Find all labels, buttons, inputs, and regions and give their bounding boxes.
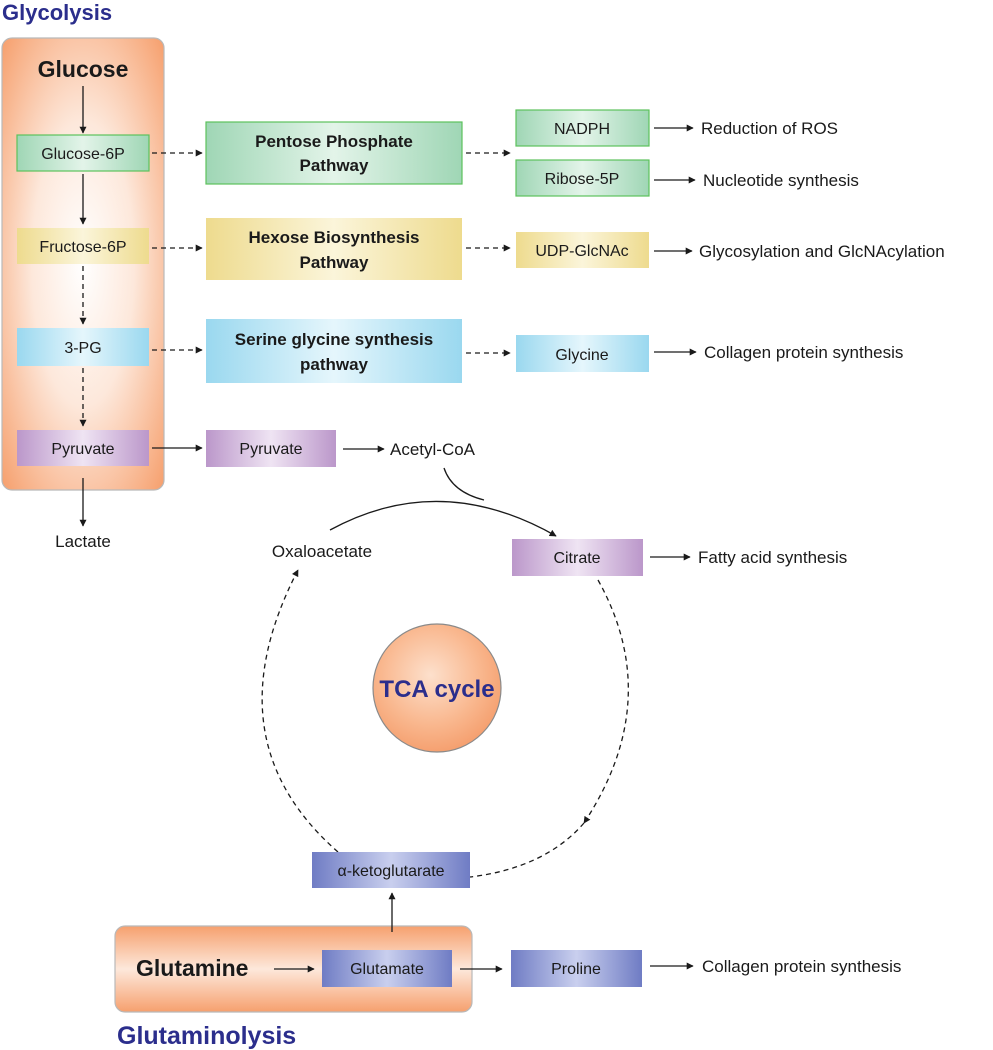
serine-pathway-line1: Serine glycine synthesis xyxy=(235,330,433,349)
alpha-kg-label: α-ketoglutarate xyxy=(337,863,444,880)
ribose-5p-box xyxy=(515,159,650,197)
citrate-box xyxy=(512,539,643,576)
tca-cycle-label: TCA cycle xyxy=(379,676,494,703)
glycine-label: Glycine xyxy=(555,347,608,364)
collagen-proline-label: Collagen protein synthesis xyxy=(702,957,901,976)
fatty-acid-label: Fatty acid synthesis xyxy=(698,548,847,567)
glucose-6p-box xyxy=(16,134,150,172)
proline-box xyxy=(511,950,642,987)
hexose-pathway-line1: Hexose Biosynthesis xyxy=(248,228,419,247)
glutaminolysis-heading: Glutaminolysis xyxy=(117,1022,296,1050)
proline-label: Proline xyxy=(551,961,601,978)
arrow-citrate-akg xyxy=(583,579,629,824)
pyruvate-tca-box xyxy=(206,430,336,467)
alpha-kg-box xyxy=(312,852,470,888)
acetyl-coa-label: Acetyl-CoA xyxy=(390,440,476,459)
reduction-ros-label: Reduction of ROS xyxy=(701,119,838,138)
serine-pathway-box xyxy=(206,319,462,383)
udp-glcnac-box xyxy=(516,232,649,268)
glycolysis-heading: Glycolysis xyxy=(2,0,112,25)
lactate-label: Lactate xyxy=(55,532,111,551)
glycosylation-label: Glycosylation and GlcNAcylation xyxy=(699,242,945,261)
nadph-box xyxy=(515,109,650,147)
pentose-pathway-box xyxy=(205,121,463,185)
glutamate-box xyxy=(322,950,452,987)
glycine-box xyxy=(516,335,649,372)
tca-cycle-circle xyxy=(372,623,502,753)
serine-pathway-line2: pathway xyxy=(300,355,369,374)
arrow-akg-lower xyxy=(469,822,585,878)
glutamate-label: Glutamate xyxy=(350,961,424,978)
ribose-5p-label: Ribose-5P xyxy=(545,171,620,188)
3pg-label: 3-PG xyxy=(64,340,101,357)
nadph-label: NADPH xyxy=(554,121,610,138)
pyruvate-tca-label: Pyruvate xyxy=(239,441,302,458)
glutamine-label: Glutamine xyxy=(136,955,248,981)
udp-glcnac-label: UDP-GlcNAc xyxy=(535,243,628,260)
nucleotide-synthesis-label: Nucleotide synthesis xyxy=(703,171,859,190)
fructose-6p-box xyxy=(17,228,149,264)
pentose-pathway-line1: Pentose Phosphate xyxy=(255,132,413,151)
arrow-oxaloacetate-citrate xyxy=(329,500,557,537)
arrow-acetylcoa-citrate xyxy=(443,467,485,501)
fructose-6p-label: Fructose-6P xyxy=(39,239,126,256)
oxaloacetate-label: Oxaloacetate xyxy=(272,542,372,561)
citrate-label: Citrate xyxy=(553,550,600,567)
glucose-label: Glucose xyxy=(38,56,129,82)
pyruvate-glycolysis-label: Pyruvate xyxy=(51,441,114,458)
pentose-pathway-line2: Pathway xyxy=(300,156,370,175)
hexose-pathway-line2: Pathway xyxy=(300,253,370,272)
collagen-glycine-label: Collagen protein synthesis xyxy=(704,343,903,362)
hexose-pathway-box xyxy=(206,218,462,280)
3pg-box xyxy=(17,328,149,366)
arrow-akg-oxaloacetate xyxy=(261,569,339,853)
pyruvate-glycolysis-box xyxy=(17,430,149,466)
glucose-6p-label: Glucose-6P xyxy=(41,146,125,163)
